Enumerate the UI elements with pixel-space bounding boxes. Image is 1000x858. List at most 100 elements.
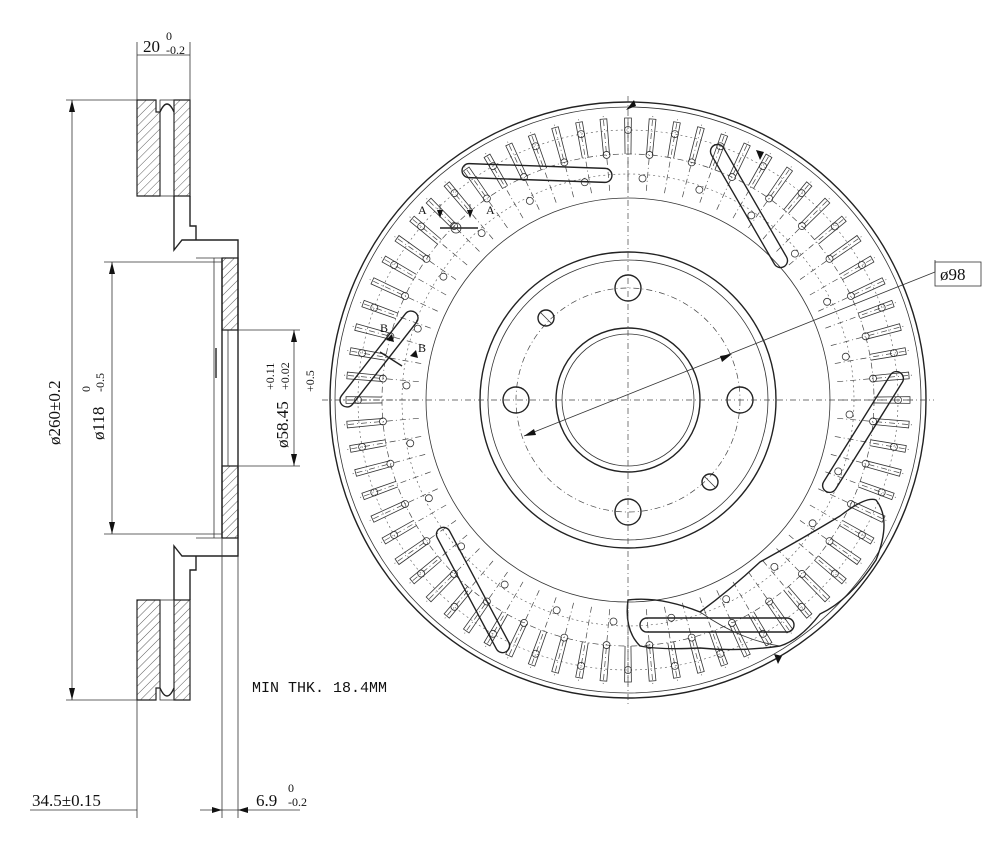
section-a-label-left: A: [418, 203, 427, 217]
drill-hole: [728, 619, 736, 627]
drill-hole: [747, 211, 756, 220]
vane-rib: [425, 548, 480, 603]
drill-hole: [845, 410, 854, 419]
vane-outline: [349, 347, 387, 361]
drill-hole: [825, 255, 834, 263]
drill-hole: [857, 531, 866, 539]
friction-ring-bottom-inboard: [173, 599, 191, 701]
vane-outline: [370, 500, 407, 523]
vane-rib: [346, 436, 422, 451]
vane-rib: [748, 165, 793, 229]
od-arrow-top: [69, 100, 75, 112]
center-bore-extra-tol: +0.5: [303, 370, 317, 392]
vane-outline: [728, 142, 751, 179]
drill-hole: [450, 602, 459, 611]
vane-rib: [776, 197, 831, 252]
vane-outline: [857, 299, 895, 320]
drill-hole: [560, 633, 569, 642]
section-b-head-bottom: [410, 350, 418, 358]
vane-outline: [599, 118, 610, 156]
slot-top-left: [461, 162, 613, 184]
drill-hole: [450, 222, 458, 230]
drill-hole: [401, 500, 409, 508]
vane-rib: [834, 436, 910, 451]
hat-thk-arrow-left: [212, 807, 222, 813]
vane-rib: [463, 165, 508, 229]
drill-hole: [489, 162, 497, 171]
center-bore-upper-tol: +0.11: [263, 363, 277, 390]
min-thickness-note: MIN THK. 18.4MM: [252, 680, 387, 697]
vane-rib: [748, 571, 793, 635]
slot-right: [821, 370, 905, 494]
drill-hole: [531, 649, 540, 658]
drill-hole: [830, 569, 839, 578]
drill-hole: [422, 537, 431, 545]
drill-hole: [670, 130, 679, 139]
drill-hole: [602, 151, 611, 159]
drill-hole: [823, 297, 832, 306]
vane-outline: [505, 142, 528, 179]
hat-dia-arrow-bottom: [109, 522, 115, 534]
indicator-arrow-top: [626, 100, 636, 110]
vane-outline: [839, 255, 875, 280]
drill-hole: [869, 374, 877, 383]
slots: [339, 143, 905, 654]
drill-hole: [687, 633, 696, 642]
drill-hole: [413, 324, 422, 333]
vane-outline: [462, 166, 490, 201]
drill-hole: [358, 442, 367, 451]
vane-outline: [799, 571, 831, 603]
vane-outline: [551, 126, 568, 164]
vane-outline: [783, 586, 813, 619]
drill-hole: [424, 494, 433, 503]
vane-outline: [827, 538, 862, 566]
drill-hole: [379, 417, 387, 426]
drill-hole: [552, 606, 561, 615]
drill-hole: [417, 569, 426, 578]
total-width-lower-tol: -0.2: [166, 43, 185, 57]
hat-inner-profile: [189, 196, 197, 240]
total-width-upper-tol: 0: [166, 29, 172, 43]
drill-hole: [390, 261, 399, 269]
vane-outline: [361, 480, 399, 501]
indicator-arrow-bottom-slot: [774, 654, 782, 664]
center-bore-dim: ø58.45: [273, 401, 292, 448]
hat-diameter-dim: ø118: [89, 407, 108, 440]
drill-hole: [358, 349, 367, 358]
hat-diameter-upper-tol: 0: [79, 386, 93, 392]
vane-curve-bottom: [159, 687, 175, 697]
vane-outline: [394, 234, 429, 262]
vane-outline: [728, 621, 751, 658]
drill-hole: [386, 459, 395, 468]
hat-profile: [173, 196, 239, 600]
vane-outline: [799, 197, 831, 229]
bore-arrow-top: [291, 330, 297, 342]
drill-hole: [759, 162, 767, 171]
vane-rib: [351, 454, 426, 475]
side-section-view: 20 0 -0.2 ø260±0.2 ø118 0 -0.5 ø58.45 +0…: [30, 29, 387, 818]
vane-rib: [699, 597, 727, 669]
drill-hole: [847, 292, 855, 300]
vane-outline: [361, 299, 399, 320]
drill-hole: [841, 352, 850, 361]
hat-thk-arrow-right: [238, 807, 248, 813]
drill-hole: [877, 488, 886, 497]
drill-hole: [877, 303, 886, 312]
od-arrow-bottom: [69, 688, 75, 700]
vane-outline: [575, 641, 589, 679]
vane-outline: [443, 181, 473, 214]
drill-hole: [798, 570, 806, 578]
vane-outline: [766, 166, 794, 201]
drill-hole: [439, 272, 448, 281]
vane-outline: [814, 215, 847, 245]
drill-hole: [765, 597, 773, 606]
drill-hole: [759, 629, 767, 638]
drill-hole: [370, 303, 379, 312]
vane-outline: [527, 629, 548, 667]
drill-hole: [830, 222, 839, 231]
vane-outline: [370, 277, 407, 300]
drill-hole: [765, 194, 773, 203]
vane-outline: [409, 555, 442, 585]
drill-hole: [722, 595, 731, 604]
